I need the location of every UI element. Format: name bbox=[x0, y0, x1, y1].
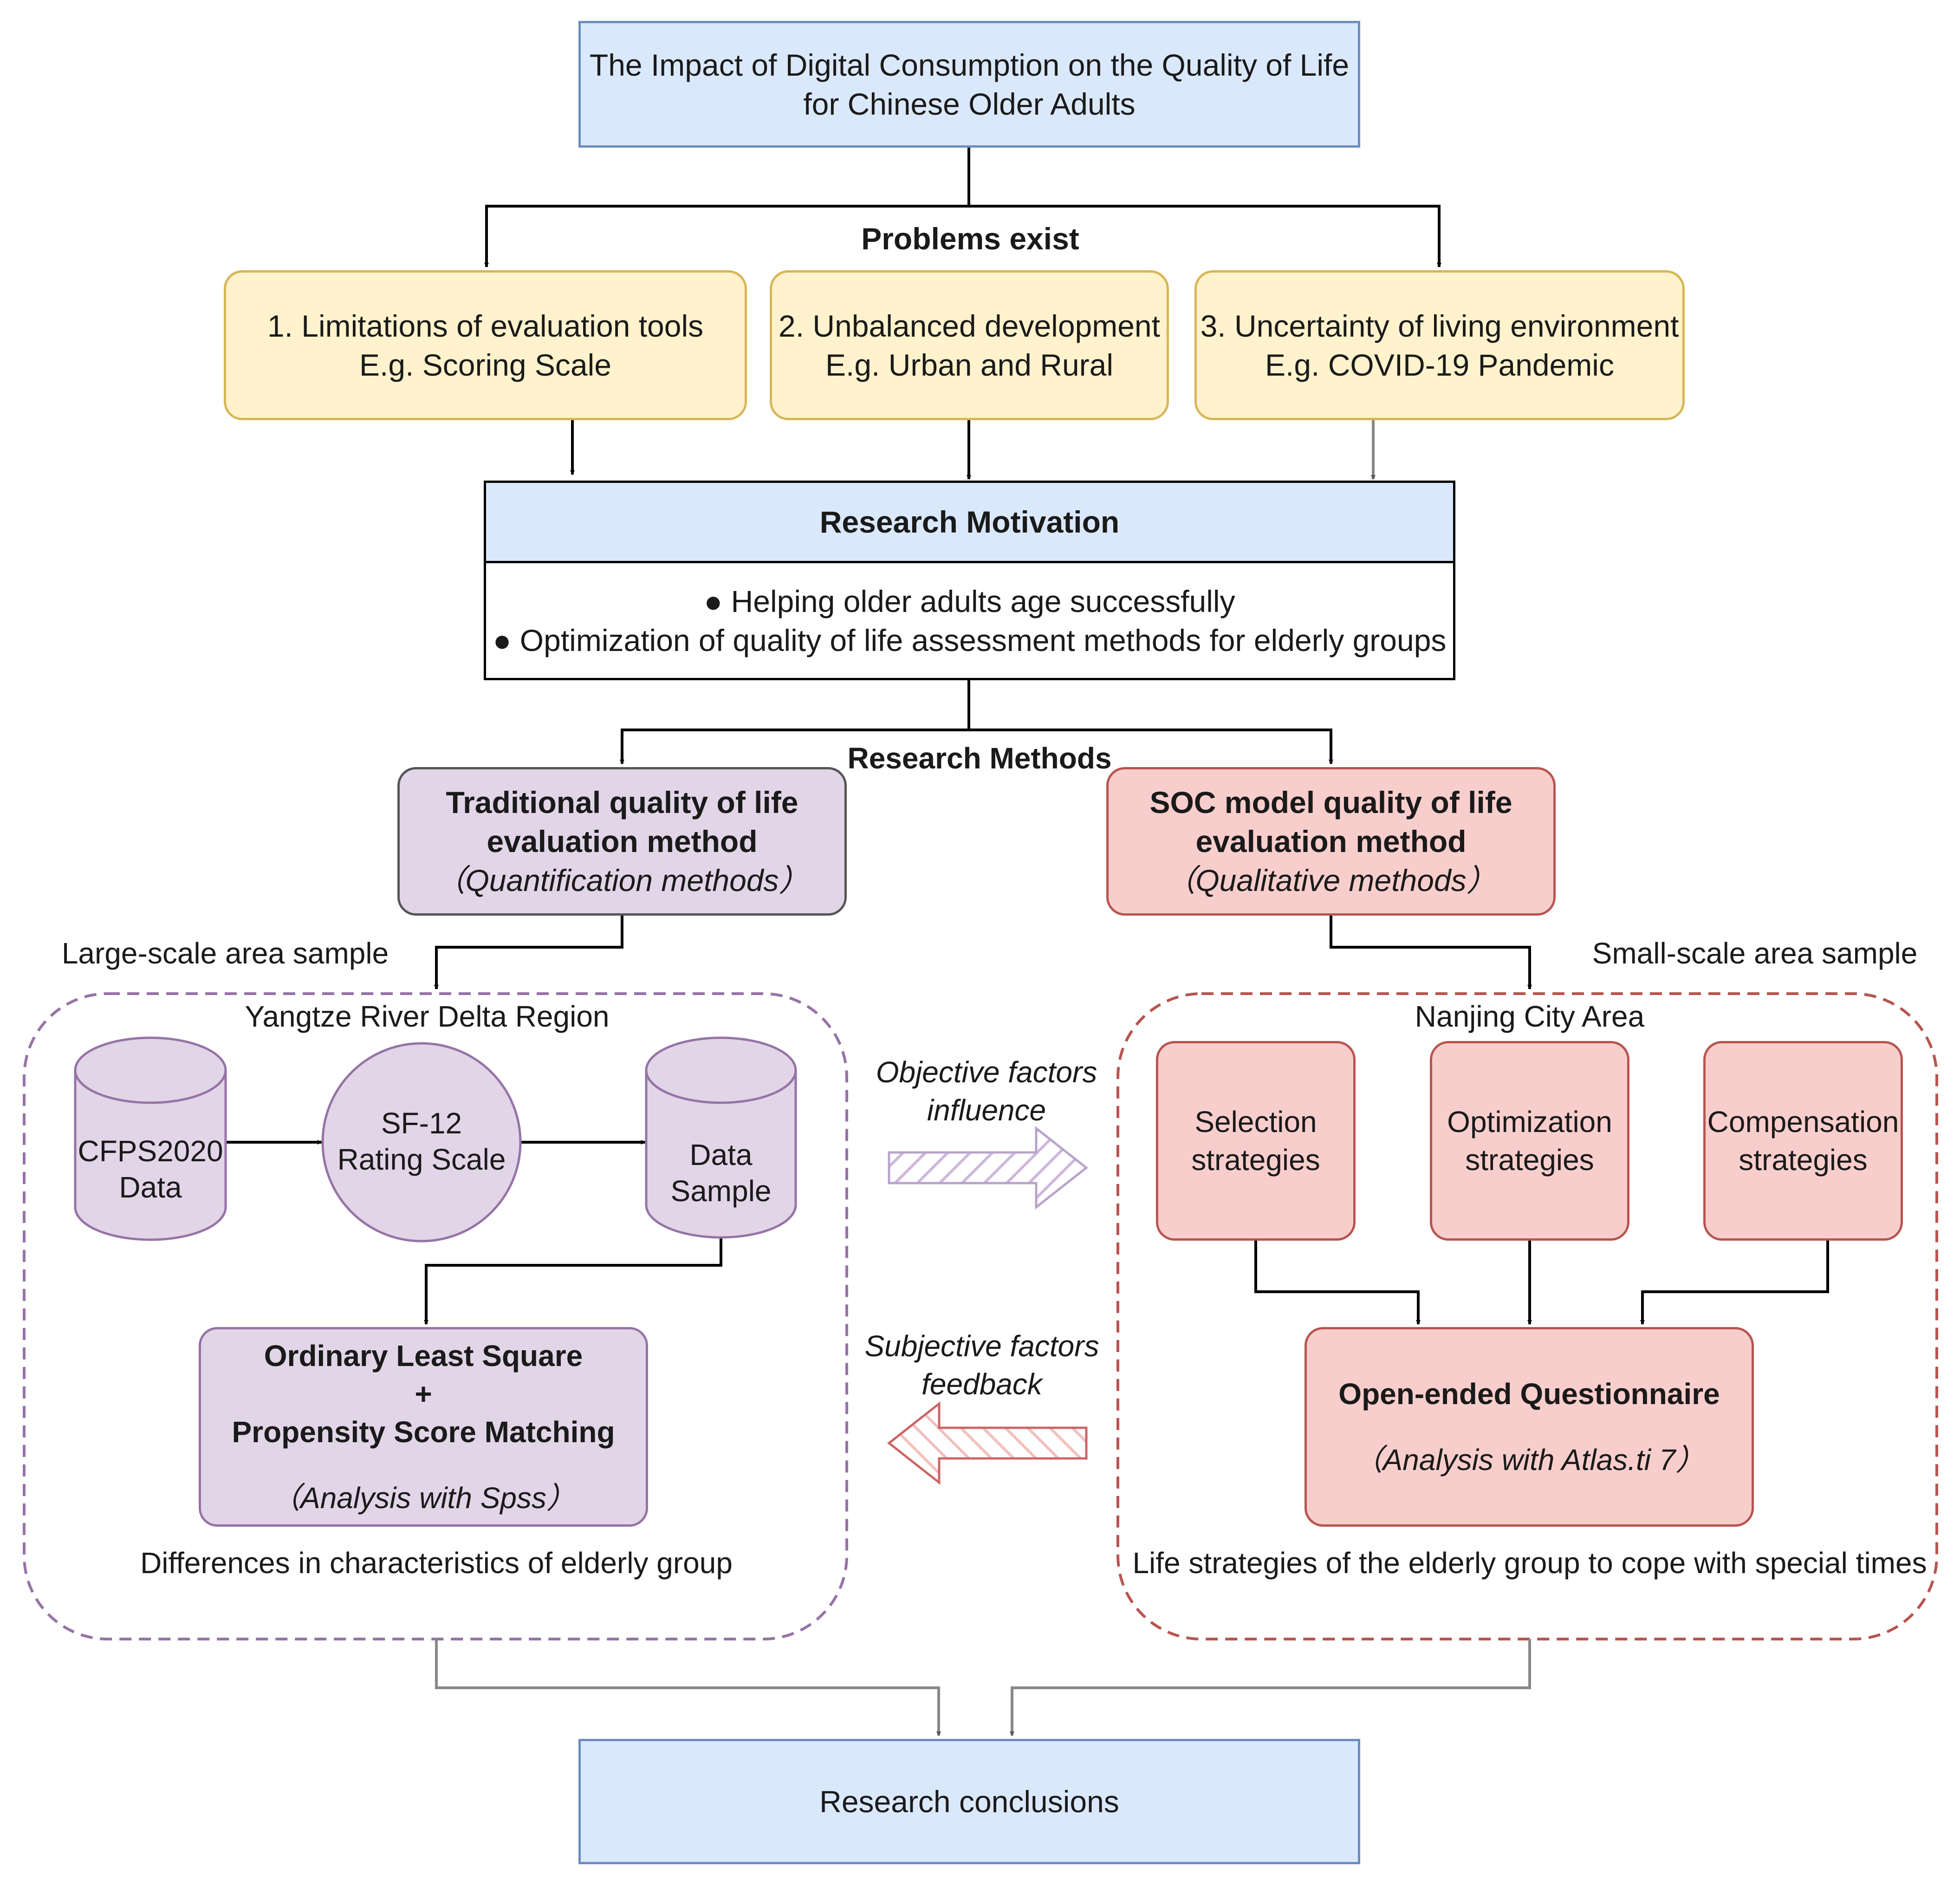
problems-label: Problems exist bbox=[861, 221, 1079, 256]
data-sample-line-1: Data bbox=[689, 1138, 753, 1171]
right-group-border bbox=[1116, 992, 1938, 1640]
ols-sub: （Analysis with Spss） bbox=[271, 1481, 576, 1515]
objective-arrow-label: Objective factors influence bbox=[826, 1053, 1147, 1129]
soc-line-2: evaluation method bbox=[1195, 824, 1467, 859]
selection-line-2: strategies bbox=[1191, 1143, 1320, 1177]
right-group-title: Nanjing City Area bbox=[1415, 1000, 1645, 1033]
problem-living-environment: 3. Uncertainty of living environment E.g… bbox=[1194, 270, 1685, 420]
optimization-strategies-box: Optimization strategies bbox=[1430, 1041, 1629, 1241]
traditional-line-1: Traditional quality of life bbox=[446, 785, 798, 820]
title-line-1: The Impact of Digital Consumption on the… bbox=[589, 47, 1350, 82]
problem-3-line-1: 3. Uncertainty of living environment bbox=[1200, 308, 1679, 343]
questionnaire-sub: （Analysis with Atlas.ti 7） bbox=[1353, 1443, 1706, 1477]
optimization-line-1: Optimization bbox=[1447, 1105, 1612, 1139]
questionnaire-title: Open-ended Questionnaire bbox=[1338, 1377, 1720, 1411]
objective-influence-arrow bbox=[888, 1126, 1089, 1210]
traditional-sub: （Quantification methods） bbox=[435, 863, 810, 898]
problem-1-line-2: E.g. Scoring Scale bbox=[359, 347, 611, 382]
ols-line-2: Propensity Score Matching bbox=[232, 1415, 615, 1449]
cfps-cylinder bbox=[74, 1036, 227, 1241]
questionnaire-box: Open-ended Questionnaire （Analysis with … bbox=[1305, 1327, 1754, 1527]
ols-line-1: Ordinary Least Square bbox=[264, 1339, 583, 1373]
cfps-line-2: Data bbox=[119, 1171, 182, 1204]
subjective-feedback-arrow bbox=[887, 1401, 1088, 1485]
problem-unbalanced-development: 2. Unbalanced development E.g. Urban and… bbox=[770, 270, 1169, 420]
subjective-line-1: Subjective factors bbox=[864, 1329, 1099, 1363]
title-box: The Impact of Digital Consumption on the… bbox=[578, 21, 1360, 148]
motivation-bullet-2: ● Optimization of quality of life assess… bbox=[493, 623, 1447, 657]
small-sample-label: Small-scale area sample bbox=[1592, 937, 1918, 970]
left-group-title: Yangtze River Delta Region bbox=[245, 1000, 610, 1033]
sf12-label: SF-12 Rating Scale bbox=[323, 1105, 520, 1178]
research-conclusions-box: Research conclusions bbox=[578, 1739, 1360, 1864]
optimization-line-2: strategies bbox=[1465, 1143, 1594, 1177]
data-sample-label: Data Sample bbox=[646, 1137, 796, 1209]
motivation-bullet-1: ● Helping older adults age successfully bbox=[704, 584, 1235, 618]
problem-2-line-2: E.g. Urban and Rural bbox=[825, 347, 1113, 382]
problem-evaluation-tools: 1. Limitations of evaluation tools E.g. … bbox=[224, 270, 747, 420]
selection-strategies-box: Selection strategies bbox=[1156, 1041, 1356, 1241]
title-line-2: for Chinese Older Adults bbox=[803, 86, 1136, 121]
data-sample-cylinder bbox=[645, 1036, 797, 1239]
large-sample-label: Large-scale area sample bbox=[61, 937, 389, 970]
problem-1-line-1: 1. Limitations of evaluation tools bbox=[267, 308, 704, 343]
motivation-header: Research Motivation bbox=[484, 481, 1455, 563]
soc-method-box: SOC model quality of life evaluation met… bbox=[1106, 767, 1556, 916]
ols-psm-box: Ordinary Least Square + Propensity Score… bbox=[199, 1327, 648, 1527]
selection-line-1: Selection bbox=[1194, 1105, 1317, 1139]
sf12-line-1: SF-12 bbox=[381, 1106, 462, 1140]
soc-sub: （Qualitative methods） bbox=[1165, 863, 1497, 898]
sf12-line-2: Rating Scale bbox=[337, 1143, 506, 1176]
compensation-line-2: strategies bbox=[1739, 1143, 1868, 1177]
objective-line-2: influence bbox=[927, 1093, 1046, 1127]
traditional-line-2: evaluation method bbox=[487, 824, 758, 859]
subjective-arrow-label: Subjective factors feedback bbox=[822, 1327, 1142, 1403]
compensation-strategies-box: Compensation strategies bbox=[1703, 1041, 1903, 1241]
problem-2-line-1: 2. Unbalanced development bbox=[779, 308, 1160, 343]
right-group-caption: Life strategies of the elderly group to … bbox=[1132, 1546, 1927, 1580]
traditional-method-box: Traditional quality of life evaluation m… bbox=[397, 767, 847, 916]
objective-line-1: Objective factors bbox=[876, 1055, 1097, 1089]
cfps-label: CFPS2020 Data bbox=[70, 1133, 231, 1205]
cfps-line-1: CFPS2020 bbox=[78, 1134, 223, 1168]
data-sample-line-2: Sample bbox=[670, 1174, 772, 1208]
left-group-caption: Differences in characteristics of elderl… bbox=[140, 1546, 733, 1580]
sf12-circle bbox=[321, 1042, 522, 1243]
motivation-body: ● Helping older adults age successfully … bbox=[484, 561, 1455, 680]
ols-plus: + bbox=[415, 1377, 432, 1411]
compensation-line-1: Compensation bbox=[1707, 1105, 1899, 1139]
soc-line-1: SOC model quality of life bbox=[1149, 785, 1512, 820]
problem-3-line-2: E.g. COVID-19 Pandemic bbox=[1265, 347, 1614, 382]
methods-label: Research Methods bbox=[847, 742, 1112, 775]
subjective-line-2: feedback bbox=[922, 1367, 1042, 1401]
